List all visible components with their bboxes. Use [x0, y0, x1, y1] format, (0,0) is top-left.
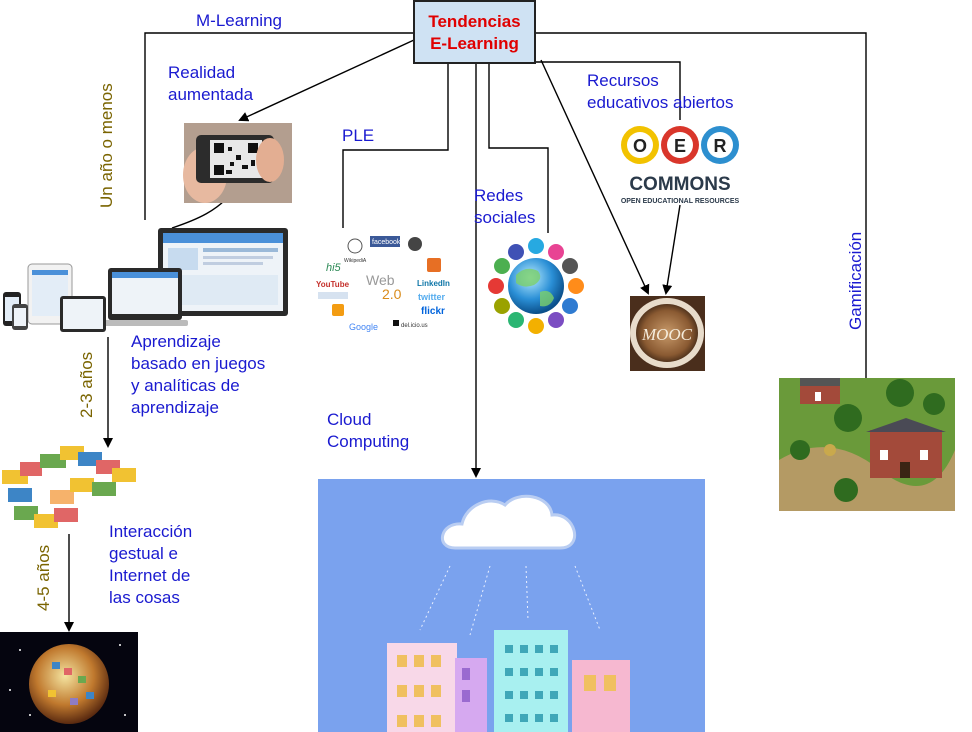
timeline-short-term: Un año o menos: [97, 83, 116, 208]
label-interaccion-line3: Internet de: [109, 566, 191, 585]
label-aprendizaje-line3: y analíticas de: [131, 376, 240, 395]
oer-commons-title: COMMONS: [629, 174, 730, 195]
label-interaccion-line1: Interacción: [109, 522, 193, 541]
logo-wikipedia: WikipediA: [344, 258, 367, 264]
cloud-computing-image: [318, 479, 705, 732]
devices-image: [3, 228, 288, 332]
oer-commons-subtitle: OPEN EDUCATIONAL RESOURCES: [621, 198, 740, 205]
oer-letter-r: R: [714, 136, 727, 156]
connector-mooc-2: [662, 204, 681, 295]
label-ple: PLE: [342, 126, 375, 145]
timeline-mid-term: 2-3 años: [77, 351, 96, 418]
connector-gamificacion: [536, 32, 867, 378]
web20-version: 2.0: [382, 286, 402, 302]
logo-linkedin: LinkedIn: [417, 279, 450, 288]
iot-globe-image: [0, 632, 138, 732]
web20-logos-image: WikipediA facebook hi5 YouTube Web 2.0 L…: [316, 236, 450, 332]
label-realidad-line1: Realidad: [168, 63, 236, 82]
logo-delicious: del.icio.us: [401, 323, 428, 329]
central-node-tendencias: Tendencias E-Learning: [413, 0, 536, 64]
connector-redes: [488, 64, 549, 233]
social-networks-globe: [488, 238, 584, 334]
label-interaccion-line2: gestual e: [109, 544, 178, 563]
label-recursos-line1: Recursos: [587, 71, 659, 90]
label-redes-line2: sociales: [474, 208, 536, 227]
logo-flickr: flickr: [421, 306, 445, 317]
central-title-line2: E-Learning: [430, 34, 519, 53]
label-aprendizaje-line1: Aprendizaje: [131, 332, 221, 351]
connector-realidad: [238, 39, 415, 122]
gamification-image: [779, 378, 955, 511]
label-realidad-line2: aumentada: [168, 85, 254, 104]
label-cloud-line1: Cloud: [327, 410, 372, 429]
label-aprendizaje-line2: basado en juegos: [131, 354, 266, 373]
connector-ple: [342, 64, 449, 228]
logo-twitter: twitter: [418, 292, 445, 302]
oer-letter-e: E: [674, 136, 686, 156]
mooc-coffee-image: MOOC: [630, 296, 705, 371]
connector-mooc-1: [540, 59, 650, 295]
connector-m-learning: [144, 32, 414, 220]
oer-commons-logo: O E R COMMONS OPEN EDUCATIONAL RESOURCES: [621, 126, 740, 205]
timeline-long-term: 4-5 años: [34, 544, 53, 611]
label-cloud-line2: Computing: [327, 432, 410, 451]
mooc-latte-text: MOOC: [641, 325, 693, 344]
central-title-line1: Tendencias: [428, 12, 521, 31]
logo-youtube: YouTube: [316, 280, 350, 289]
connectors: [64, 32, 867, 632]
connector-oer: [536, 61, 681, 120]
logo-google: Google: [349, 322, 378, 332]
web20-title: Web: [366, 272, 395, 288]
label-gamificacion: Gamificación: [846, 231, 865, 330]
label-aprendizaje-line4: aprendizaje: [131, 398, 219, 417]
label-recursos-line2: educativos abiertos: [587, 93, 734, 112]
label-redes-line1: Redes: [474, 186, 524, 205]
lego-blocks-image: [2, 446, 136, 528]
logo-hi5: hi5: [326, 262, 342, 274]
augmented-reality-photo: [183, 123, 292, 203]
oer-letter-o: O: [633, 136, 647, 156]
label-m-learning: M-Learning: [196, 11, 282, 30]
label-interaccion-line4: las cosas: [109, 588, 180, 607]
logo-facebook: facebook: [372, 239, 401, 246]
